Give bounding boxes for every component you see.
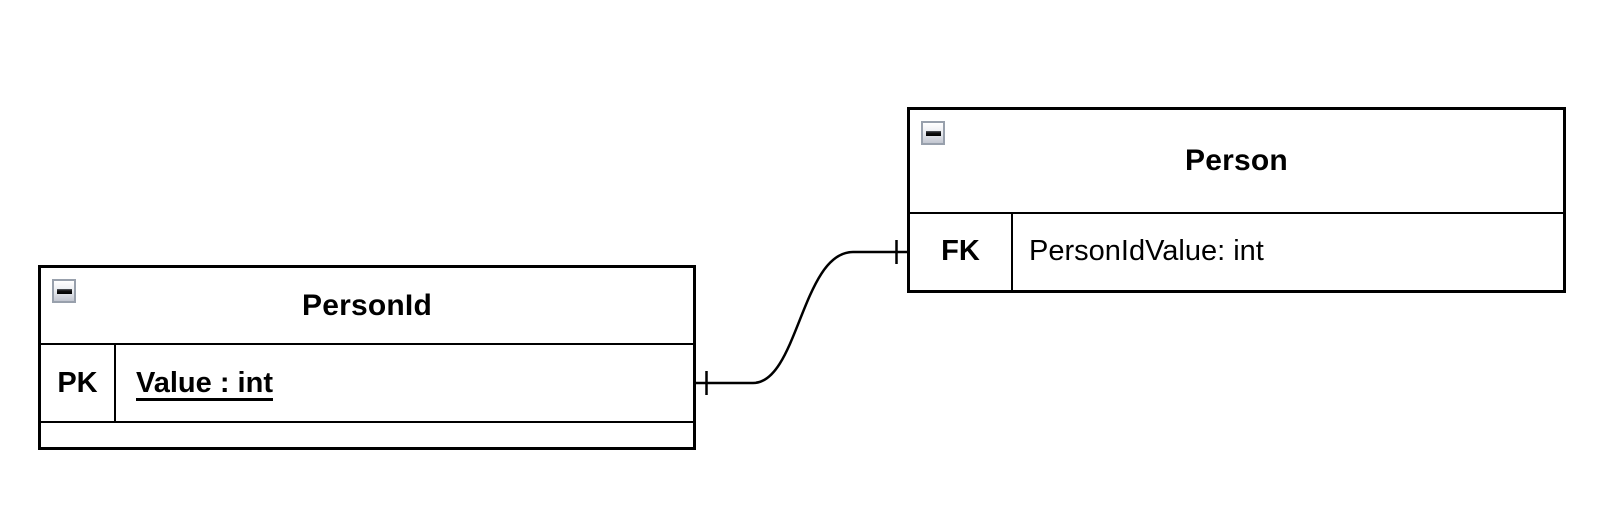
attribute-cell: PersonIdValue: int [1029,235,1264,268]
entity-title: PersonId [302,288,432,322]
collapse-button[interactable] [921,121,945,145]
collapse-button[interactable] [52,279,76,303]
primary-key-cell: PK [41,345,116,421]
foreign-key-cell: FK [910,213,1013,290]
minus-icon [56,288,72,294]
attribute-cell: Value : int [136,366,273,399]
entity-person[interactable]: Person FK PersonIdValue: int [907,107,1566,293]
attribute-row[interactable]: PK Value : int [41,345,693,423]
relationship-line[interactable] [696,250,907,385]
entity-person-header: Person [910,110,1563,214]
entity-personid[interactable]: PersonId PK Value : int [38,265,696,450]
entity-title: Person [1185,143,1288,177]
minus-icon [925,130,941,136]
attribute-row[interactable]: FK PersonIdValue: int [910,213,1563,290]
empty-row [41,423,693,447]
entity-personid-header: PersonId [41,268,693,345]
